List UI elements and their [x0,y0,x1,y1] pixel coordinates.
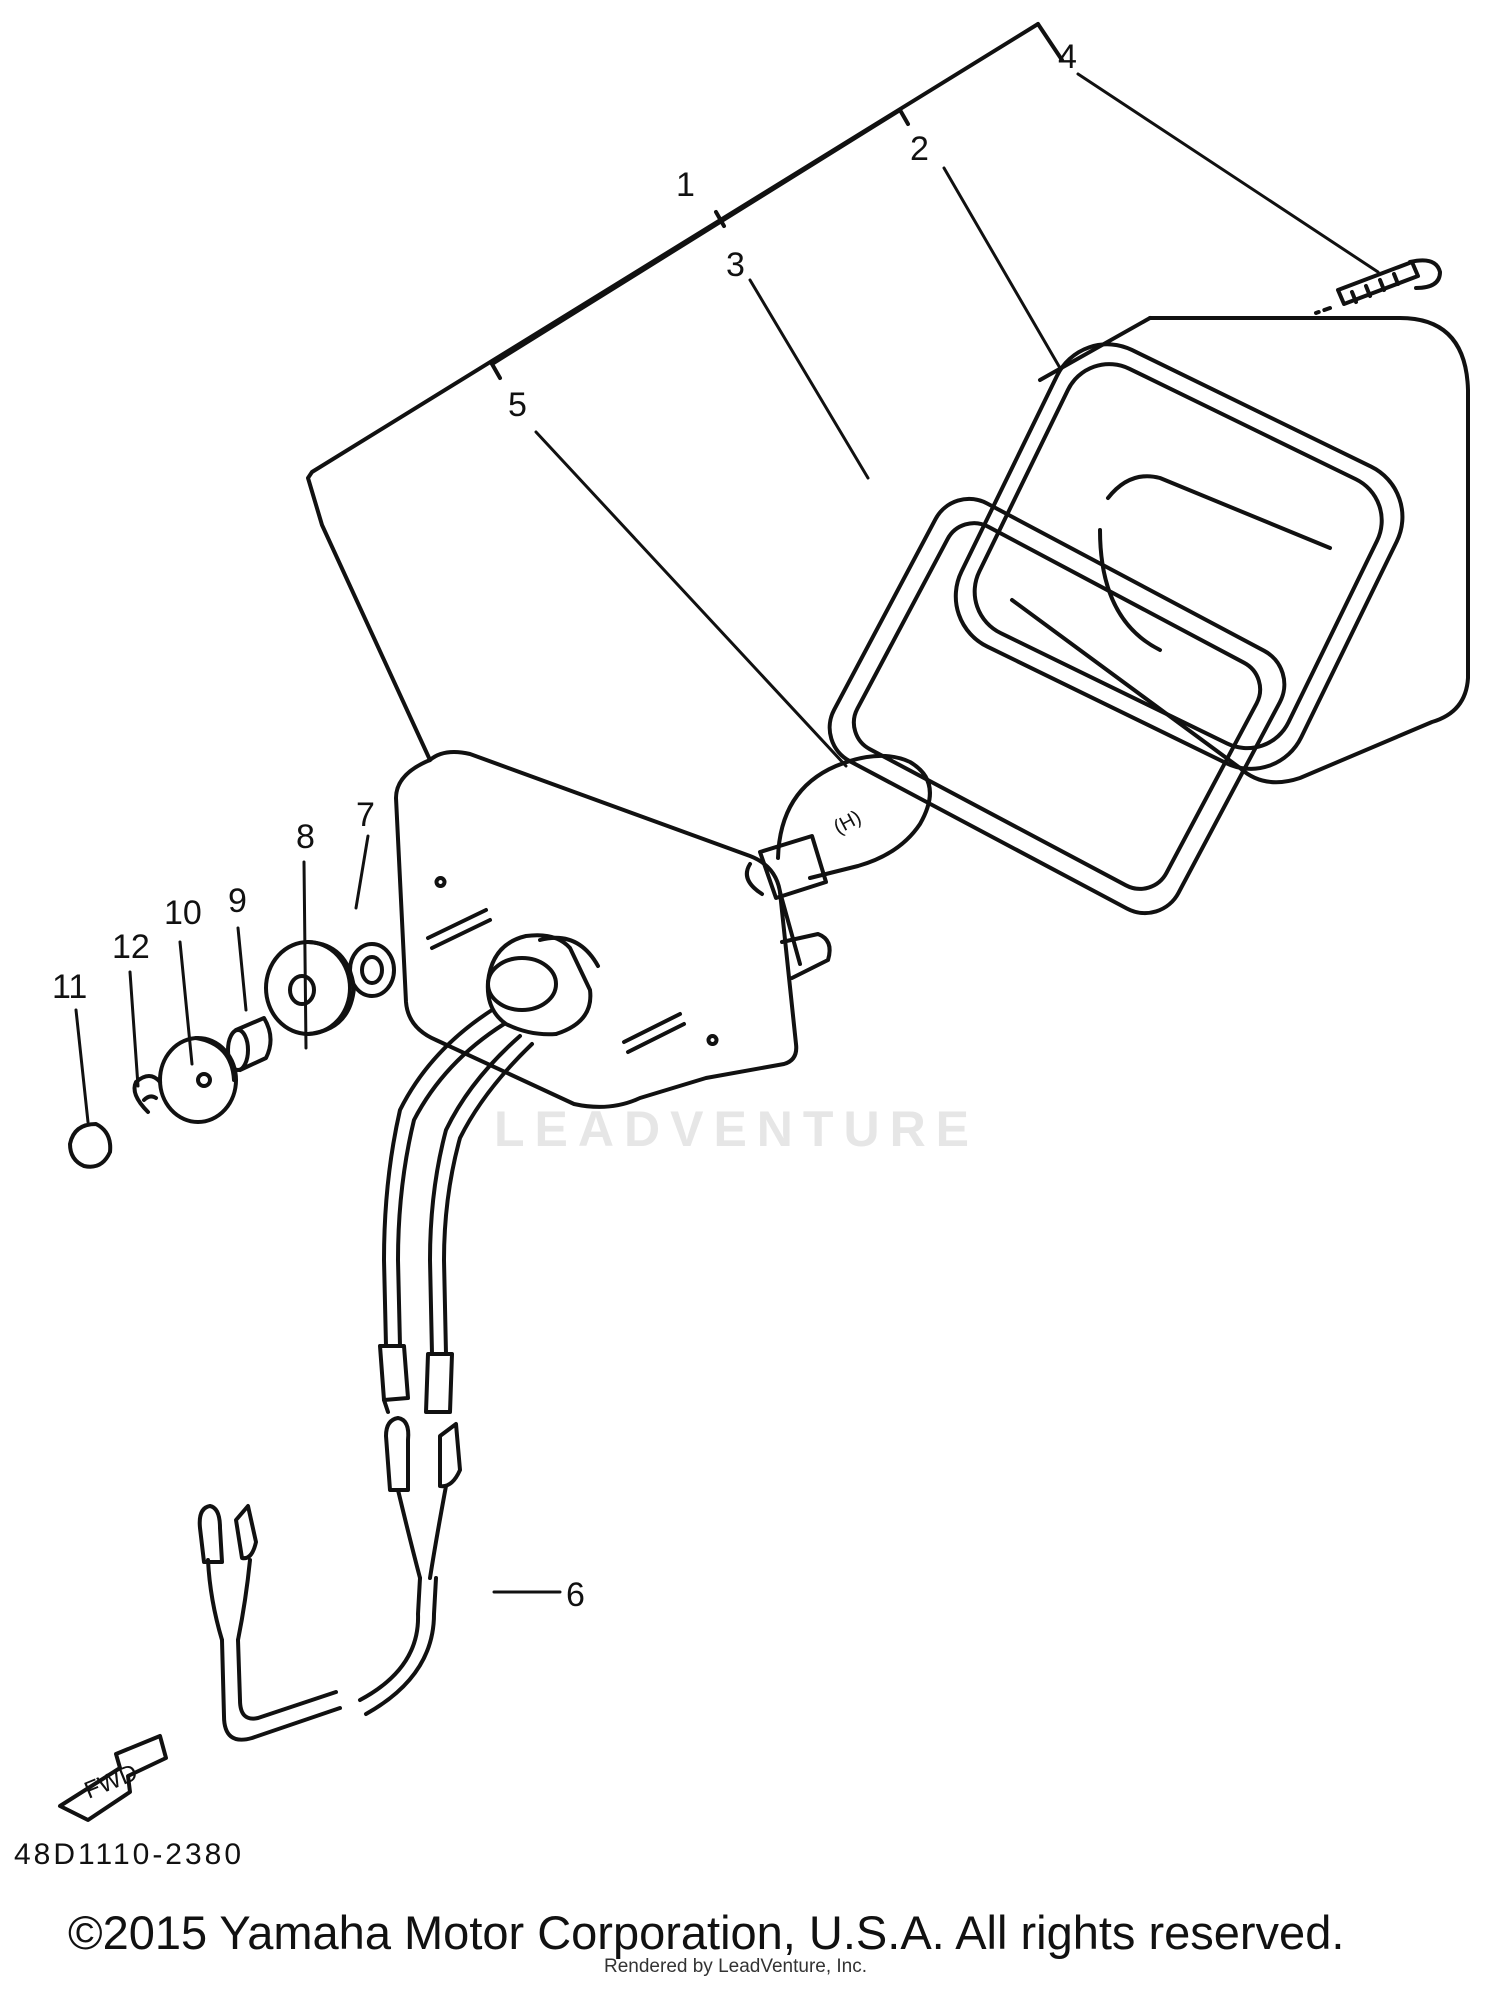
part-8-grommet [264,940,356,1036]
part-11-nut [68,1122,113,1169]
leader-lines [74,72,1380,1594]
leadventure-watermark: LEADVENTURE [494,1101,980,1157]
part-12-spring-washer [132,1074,162,1114]
part-4-screw [1314,258,1442,315]
part-7-washer [348,942,396,998]
fwd-direction-arrow: FWD [58,1734,168,1822]
upper-connectors [378,1344,454,1414]
part-2-lens-cover [953,316,1470,785]
callout-9: 9 [228,882,247,920]
socket-wires [382,1008,534,1356]
part-6-wire-harness [197,1416,462,1742]
svg-text:(H): (H) [830,806,865,838]
plate-code: 48D1110-2380 [14,1838,245,1871]
callout-4: 4 [1058,38,1077,76]
callout-11: 11 [52,968,87,1006]
fwd-label: FWD [81,1759,142,1805]
copyright-notice: ©2015 Yamaha Motor Corporation, U.S.A. A… [68,1906,1345,1959]
callout-1: 1 [676,166,695,204]
callout-6: 6 [566,1576,585,1614]
part-9-collar [226,1016,273,1072]
callout-5: 5 [508,386,527,424]
part-1-base-plate [394,750,832,1109]
callout-numbers: 4 2 1 3 5 7 8 9 10 12 11 6 [52,38,1077,1614]
part-3-gasket [827,496,1287,916]
callout-2: 2 [910,130,929,168]
callout-8: 8 [296,818,315,856]
callout-10: 10 [164,894,202,932]
callout-3: 3 [726,246,745,284]
callout-12: 12 [112,928,150,966]
assembly-bracket-lines [306,22,1064,762]
callout-7: 7 [356,796,375,834]
part-10-nut-plate [158,1036,238,1124]
rendered-by-credit: Rendered by LeadVenture, Inc. [604,1956,868,1977]
